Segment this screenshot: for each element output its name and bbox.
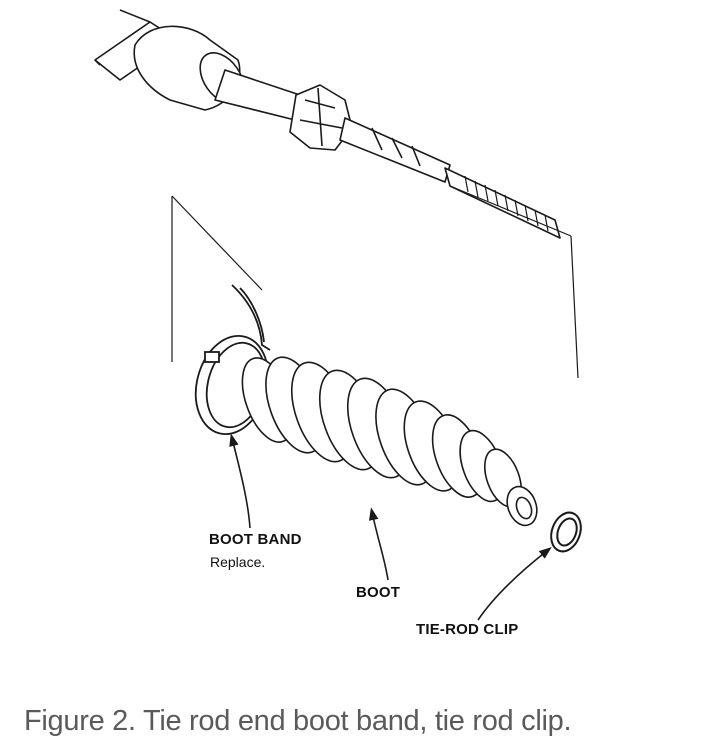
tie-rod-clip-leader [477,547,552,621]
boot-label: BOOT [356,584,401,601]
threaded-end [444,167,561,239]
alignment-lines [171,185,579,379]
boot [241,356,538,527]
tie-rod-clip [550,511,582,553]
inner-rod [214,69,301,121]
leader-lines [229,433,552,621]
boot-band-label: BOOT BAND [209,531,302,548]
tie-rod-diagram [94,9,582,621]
tie-rod-shaft [339,117,451,183]
figure-caption: Figure 2. Tie rod end boot band, tie rod… [24,705,572,737]
tie-rod-clip-label: TIE-ROD CLIP [416,621,519,638]
boot-band-leader [229,433,251,529]
steering-rack-assembly [94,9,561,239]
boot-band-note: Replace. [210,554,266,570]
boot-leader [368,507,389,581]
